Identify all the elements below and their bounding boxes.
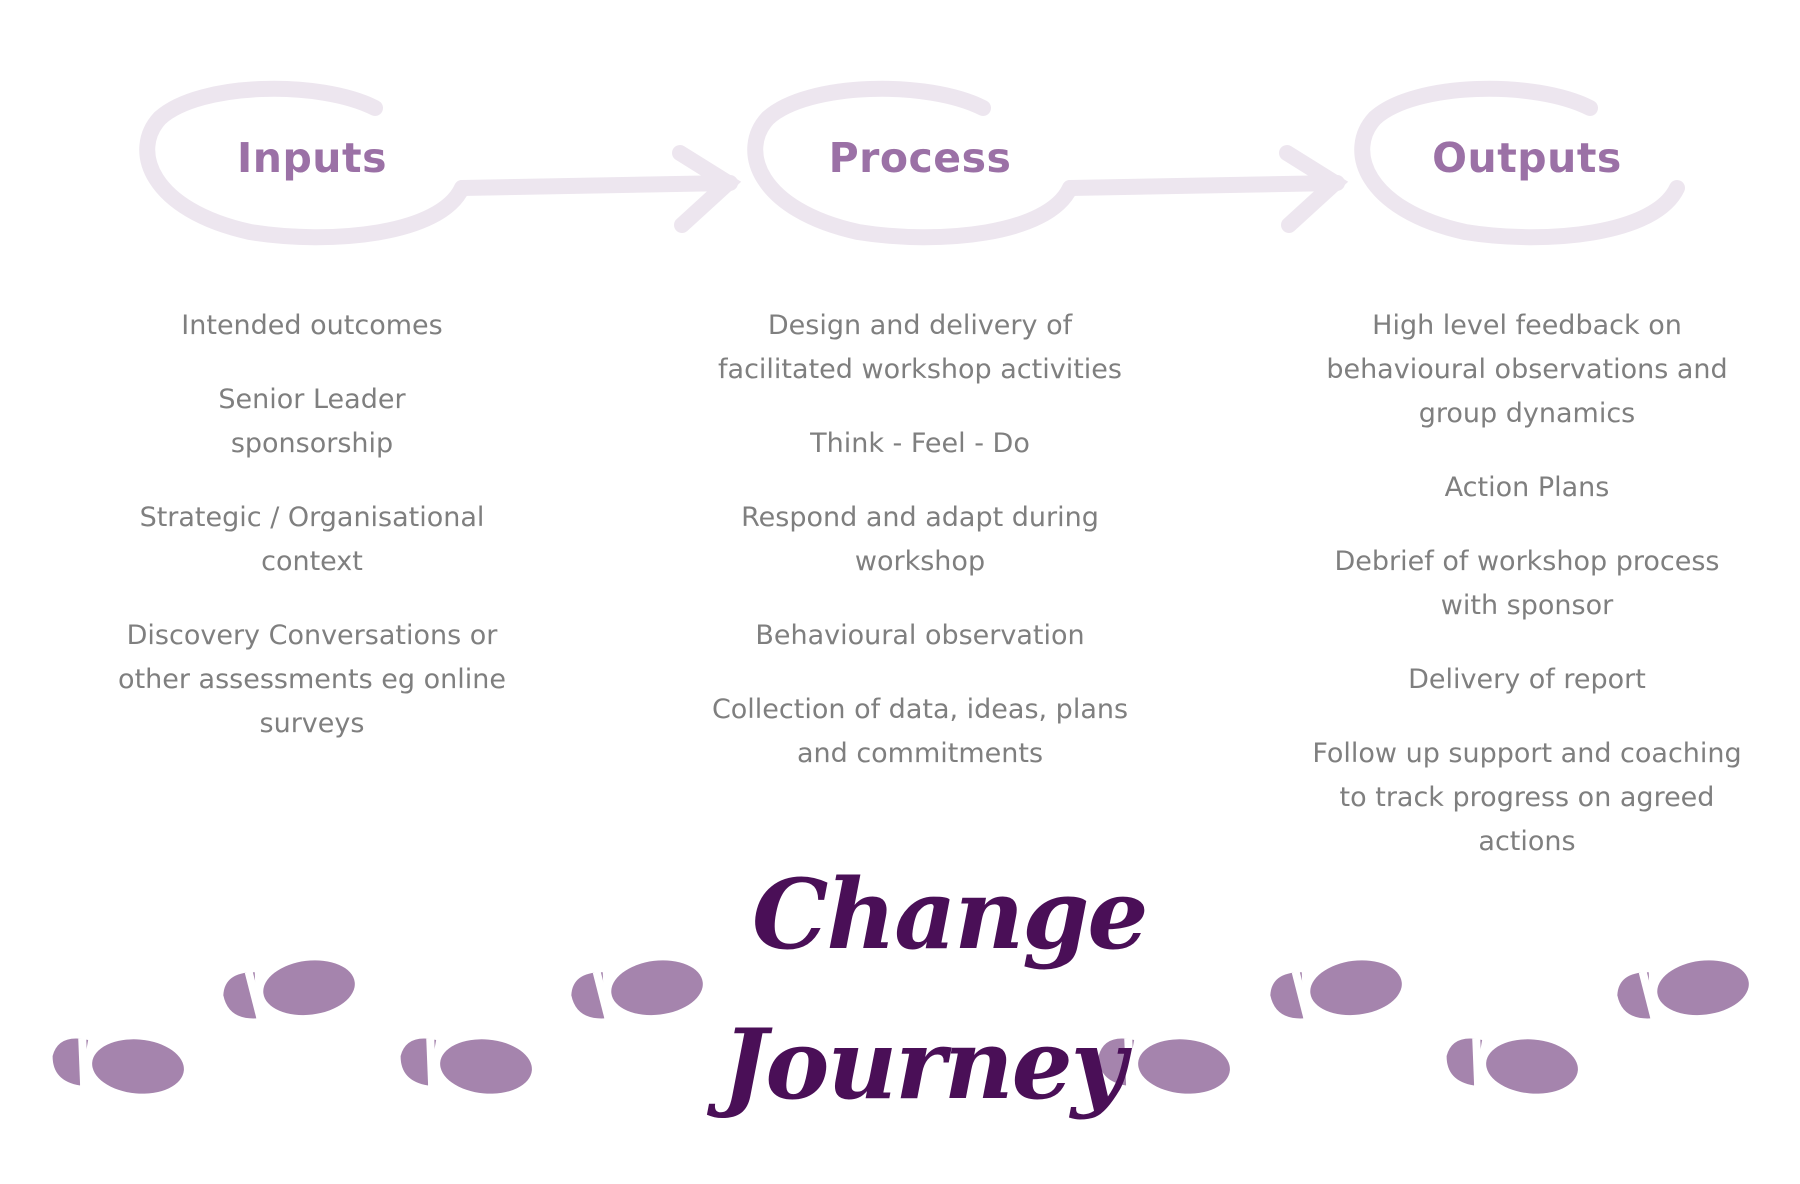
outputs-list: High level feedback on behavioural obser… — [1312, 304, 1742, 894]
list-item: Senior Leader sponsorship — [218, 384, 406, 459]
swoosh-inputs — [139, 80, 742, 246]
process-list: Design and delivery of facilitated works… — [705, 304, 1135, 806]
swoosh-process — [747, 80, 1349, 246]
step-heading-process: Process — [828, 134, 1012, 182]
title-line-journey: Journey — [722, 1008, 1126, 1121]
list-item: Think - Feel - Do — [810, 428, 1030, 459]
footprint-icon — [220, 955, 358, 1025]
footprint-icon — [1614, 955, 1752, 1025]
list-item: Delivery of report — [1408, 664, 1646, 695]
inputs-list: Intended outcomes Senior Leader sponsors… — [97, 304, 527, 776]
list-item: Debrief of workshop process with sponsor — [1334, 546, 1720, 621]
list-item: Intended outcomes — [181, 310, 443, 341]
footprint-icon — [50, 1032, 186, 1097]
list-item: Follow up support and coaching to track … — [1312, 738, 1742, 857]
step-heading-outputs: Outputs — [1432, 134, 1622, 182]
list-item: Respond and adapt during workshop — [741, 502, 1099, 577]
title-line-change: Change — [752, 858, 1148, 971]
step-heading-inputs: Inputs — [237, 134, 387, 182]
list-item: Design and delivery of facilitated works… — [718, 310, 1122, 385]
list-item: High level feedback on behavioural obser… — [1326, 310, 1728, 429]
list-item: Behavioural observation — [755, 620, 1085, 651]
list-item: Discovery Conversations or other assessm… — [118, 620, 506, 739]
footprint-icon — [398, 1032, 534, 1097]
list-item: Collection of data, ideas, plans and com… — [711, 694, 1129, 769]
swoosh-outputs — [1354, 80, 1685, 246]
list-item: Strategic / Organisational context — [139, 502, 485, 577]
footprint-icon — [568, 955, 706, 1025]
list-item: Action Plans — [1444, 472, 1610, 503]
footprint-icon — [1267, 955, 1405, 1025]
footprint-icon — [1444, 1032, 1580, 1097]
